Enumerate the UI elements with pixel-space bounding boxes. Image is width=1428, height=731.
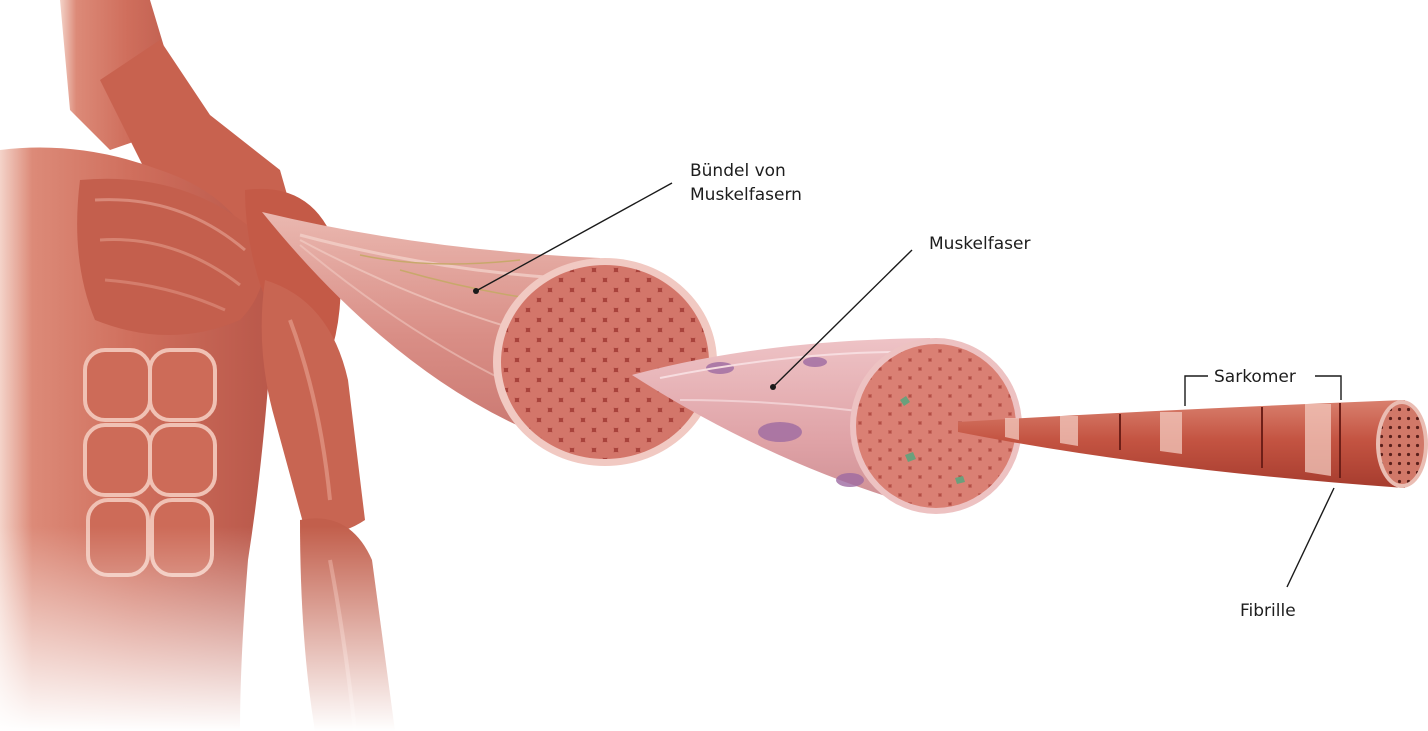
label-fiber-bundle-line-1: Bündel von [690, 161, 786, 181]
label-muscle-fiber: Muskelfaser [929, 234, 1030, 254]
label-sarcomere: Sarkomer [1214, 367, 1296, 387]
label-fibril: Fibrille [1240, 601, 1296, 621]
label-fiber-bundle: Bündel von Muskelfasern [690, 161, 802, 205]
torso-illustration [0, 0, 420, 731]
label-fiber-bundle-line-2: Muskelfasern [690, 185, 802, 205]
fibril-illustration [958, 400, 1428, 488]
leader-line-fibril [1287, 488, 1334, 587]
